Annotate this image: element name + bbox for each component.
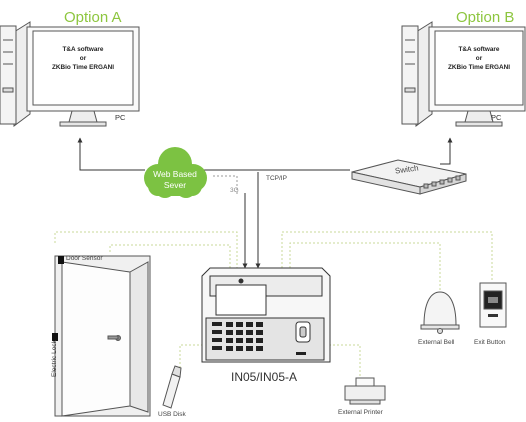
cloud-icon	[144, 147, 207, 198]
exit-button-icon	[479, 282, 507, 328]
switch-icon	[351, 159, 467, 195]
electric-lock-label: Electric Lock	[51, 340, 58, 377]
usb-disk-label: USB Disk	[158, 411, 186, 418]
cloud-label-line2: Sever	[163, 180, 187, 190]
peripheral-wiring	[54, 231, 493, 378]
pc-a	[0, 21, 140, 127]
option-a-screen-line2: or	[79, 55, 87, 62]
cloud-label-line1: Web Based	[153, 169, 197, 179]
pc-b	[401, 21, 526, 127]
usb-disk-icon	[162, 365, 182, 409]
option-a-title: Option A	[64, 9, 122, 26]
bell-icon	[420, 291, 460, 334]
option-a-screen-line1: T&A software	[62, 46, 104, 53]
option-b-screen-line1: T&A software	[458, 46, 500, 53]
external-bell-label: External Bell	[418, 339, 455, 346]
door-icon	[52, 255, 151, 417]
threeg-line	[213, 175, 238, 194]
threeg-label: 3G	[230, 187, 239, 194]
door-sensor-label: Door Sensor	[66, 255, 103, 262]
device-in05	[201, 267, 331, 363]
tcpip-label: TCP/IP	[266, 175, 287, 182]
exit-button-label: Exit Button	[474, 339, 506, 346]
device-model-label: IN05/IN05-A	[231, 370, 298, 384]
network-lines	[77, 137, 453, 269]
option-b-title: Option B	[456, 9, 515, 26]
option-a-pc-label: PC	[115, 113, 126, 122]
option-b-pc-label: PC	[491, 113, 502, 122]
option-a-screen-line3: ZKBio Time ERGANI	[51, 64, 115, 71]
external-printer-label: External Printer	[338, 409, 383, 416]
option-b-screen-line2: or	[475, 55, 483, 62]
printer-icon	[344, 377, 386, 405]
option-b-screen-line3: ZKBio Time ERGANI	[447, 64, 511, 71]
